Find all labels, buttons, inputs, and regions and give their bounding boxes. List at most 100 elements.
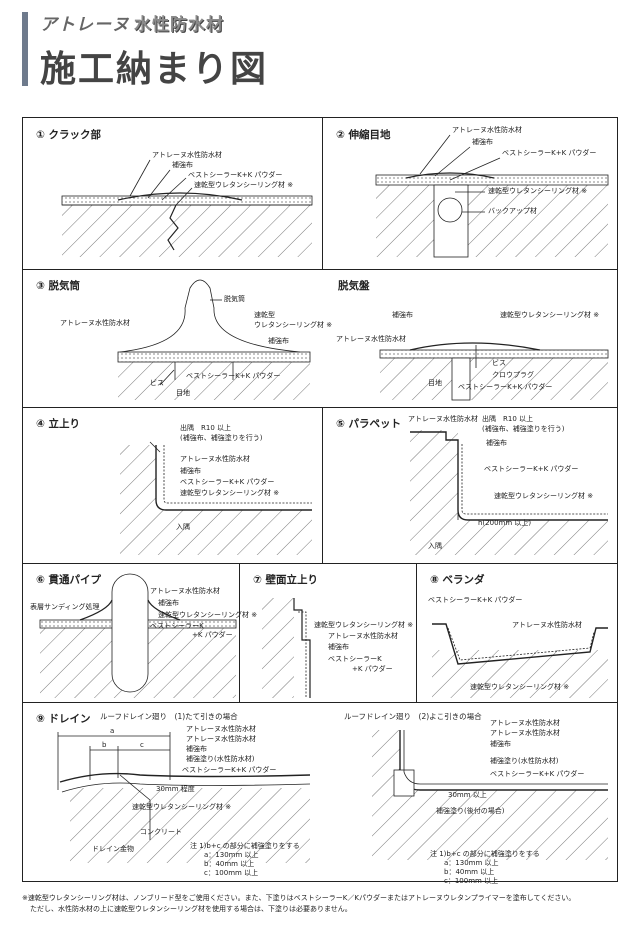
label: アトレーヌ水性防水材 xyxy=(490,719,560,727)
label: 速乾型ウレタンシーリング材 ※ xyxy=(470,683,570,691)
panel-title-drain: ⑨ ドレイン xyxy=(36,713,91,725)
label: ベストシーラーK xyxy=(328,655,382,663)
label: 速乾型ウレタンシーリング材 ※ xyxy=(500,311,600,319)
brand-tagline: 水性防水材 xyxy=(134,15,224,35)
label: アトレーヌ水性防水材 xyxy=(408,415,478,423)
label: (補強布、補強塗りを行う) xyxy=(482,425,565,433)
label: 表層サンディング処理 xyxy=(30,603,100,611)
panel-title-upstand: ④ 立上り xyxy=(36,418,81,430)
label: ベストシーラーK+K パウダー xyxy=(186,372,281,380)
label: 補強布 xyxy=(472,138,493,146)
label: 補強布 xyxy=(180,467,201,475)
label: 速乾型ウレタンシーリング材 ※ xyxy=(494,492,594,500)
label: アトレーヌ水性防水材 xyxy=(512,621,582,629)
label: ベストシーラーK+K パウダー xyxy=(502,149,597,157)
label: 補強布 xyxy=(158,599,179,607)
label: 速乾型ウレタンシーリング材 ※ xyxy=(194,181,294,189)
label: 目地 xyxy=(428,379,442,387)
label: 速乾型ウレタンシーリング材 ※ xyxy=(314,621,414,629)
dim-a: a xyxy=(110,727,115,735)
label: ベストシーラーK+K パウダー xyxy=(182,766,277,774)
label: (補強布、補強塗りを行う) xyxy=(180,434,263,442)
drain-note-2: c：100mm 以上 xyxy=(444,877,499,885)
drain-note-1: b：40mm 以上 xyxy=(204,860,255,868)
panel-title-crack: ① クラック部 xyxy=(36,129,102,141)
label: アトレーヌ水性防水材 xyxy=(186,735,256,743)
label: ベストシーラーK+K パウダー xyxy=(188,171,283,179)
drain-note-1: a：130mm 以上 xyxy=(204,851,259,859)
label: アトレーヌ水性防水材 xyxy=(60,319,130,327)
label: ベストシーラーK+K パウダー xyxy=(490,770,585,778)
label: ウレタンシーリング材 ※ xyxy=(254,321,333,329)
label: ベストシーラーK+K パウダー xyxy=(484,465,579,473)
label: ベストシーラーK+K パウダー xyxy=(428,596,523,604)
label: 30mm 程度 xyxy=(156,785,195,793)
label: アトレーヌ水性防水材 xyxy=(150,587,220,595)
label: アトレーヌ水性防水材 xyxy=(490,729,560,737)
panel-title-parapet: ⑤ パラペット xyxy=(336,418,402,430)
label: ドレイン金物 xyxy=(92,845,134,853)
footnote: ただし、水性防水材の上に速乾型ウレタンシーリング材を使用する場合は、下塗りは必要… xyxy=(30,905,352,913)
label: 速乾型ウレタンシーリング材 ※ xyxy=(488,187,588,195)
panel-title-pipe: ⑥ 貫通パイプ xyxy=(36,574,102,586)
label: 30mm 以上 xyxy=(448,791,487,799)
label: ベストシーラーK+K パウダー xyxy=(458,383,553,391)
label: 補強布 xyxy=(186,745,207,753)
drain-note-2: b：40mm 以上 xyxy=(444,868,495,876)
label: クロウプラグ xyxy=(492,371,534,379)
label: 速乾型 xyxy=(254,311,275,319)
label: 目地 xyxy=(176,389,190,397)
header-accent-bar xyxy=(22,12,28,86)
footnote: ※速乾型ウレタンシーリング材は、ノンブリード型をご使用ください。また、下塗りはベ… xyxy=(22,894,576,902)
label: ビス xyxy=(150,379,164,387)
label: 出隅 R10 以上 xyxy=(482,415,533,423)
label: h(200mm 以上) xyxy=(478,519,532,527)
dim-c: c xyxy=(140,741,144,749)
label: +K パウダー xyxy=(352,665,393,673)
drain-note-1: c：100mm 以上 xyxy=(204,869,259,877)
drain-subtitle-horizontal: ルーフドレイン廻り (2)よこ引きの場合 xyxy=(344,712,482,721)
label: 速乾型ウレタンシーリング材 ※ xyxy=(132,803,232,811)
panel-title-wall-upstand: ⑦ 壁面立上り xyxy=(253,574,319,586)
panel-title-vent: ③ 脱気筒 xyxy=(36,280,81,292)
dim-b: b xyxy=(102,741,107,749)
brand-line: アトレーヌ水性防水材 xyxy=(40,10,224,35)
label: ベストシーラーK xyxy=(150,622,204,630)
label: 速乾型ウレタンシーリング材 ※ xyxy=(158,611,258,619)
label: +K パウダー xyxy=(192,631,233,639)
label: 出隅 R10 以上 xyxy=(180,424,231,432)
label: 補強布 xyxy=(490,740,511,748)
label: 入隅 xyxy=(428,542,442,550)
label: ビス xyxy=(492,359,506,367)
label: 補強布 xyxy=(486,439,507,447)
label: 補強布 xyxy=(268,337,289,345)
label: 入隅 xyxy=(176,523,190,531)
panel-title-vent-disc: 脱気盤 xyxy=(338,280,370,292)
label: 速乾型ウレタンシーリング材 ※ xyxy=(180,489,280,497)
label: 補強塗り(水性防水材) xyxy=(490,757,559,765)
label: 補強布 xyxy=(172,161,193,169)
label: コンクリート xyxy=(140,828,182,836)
label: 補強塗り(水性防水材) xyxy=(186,755,255,763)
panel-title-veranda: ⑧ ベランダ xyxy=(430,574,485,586)
panel-title-expansion-joint: ② 伸縮目地 xyxy=(336,129,391,141)
drain-note-1: 注 1)b+c の部分に補強塗りをする xyxy=(190,842,300,850)
drain-note-2: a：130mm 以上 xyxy=(444,859,499,867)
drain-subtitle-vertical: ルーフドレイン廻り (1)たて引きの場合 xyxy=(100,712,238,721)
label: 補強塗り(後付の場合) xyxy=(436,807,505,815)
label: アトレーヌ水性防水材 xyxy=(336,335,406,343)
label: アトレーヌ水性防水材 xyxy=(180,455,250,463)
label: 補強布 xyxy=(392,311,413,319)
label: アトレーヌ水性防水材 xyxy=(452,126,522,134)
label: アトレーヌ水性防水材 xyxy=(186,725,256,733)
label: バックアップ材 xyxy=(488,207,537,215)
label: ベストシーラーK+K パウダー xyxy=(180,478,275,486)
label: アトレーヌ水性防水材 xyxy=(328,632,398,640)
brand-logo: アトレーヌ xyxy=(40,15,130,35)
label: アトレーヌ水性防水材 xyxy=(152,151,222,159)
page-title: 施工納まり図 xyxy=(40,49,269,90)
label: 脱気筒 xyxy=(224,295,245,303)
label: 補強布 xyxy=(328,643,349,651)
drain-note-2: 注 1)b+c の部分に補強塗りをする xyxy=(430,850,540,858)
